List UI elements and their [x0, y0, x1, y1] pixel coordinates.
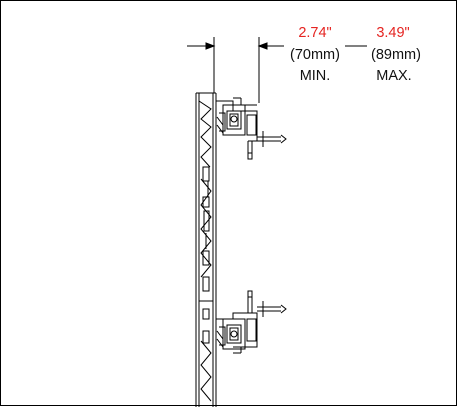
- min-metric-label: (70mm): [290, 47, 340, 63]
- lower-bracket: [216, 290, 258, 354]
- upper-bracket: [216, 97, 258, 160]
- max-dimension-line: [257, 37, 284, 103]
- min-dimension-line: [187, 37, 216, 93]
- min-caption-label: MIN.: [300, 68, 331, 84]
- max-inches-label: 3.49": [376, 25, 409, 41]
- upper-fastener: [257, 131, 287, 147]
- max-metric-label: (89mm): [371, 47, 421, 63]
- lower-fastener: [257, 301, 287, 317]
- wall-panel-profile: [195, 92, 217, 407]
- min-inches-label: 2.74": [298, 25, 331, 41]
- max-caption-label: MAX.: [376, 68, 411, 84]
